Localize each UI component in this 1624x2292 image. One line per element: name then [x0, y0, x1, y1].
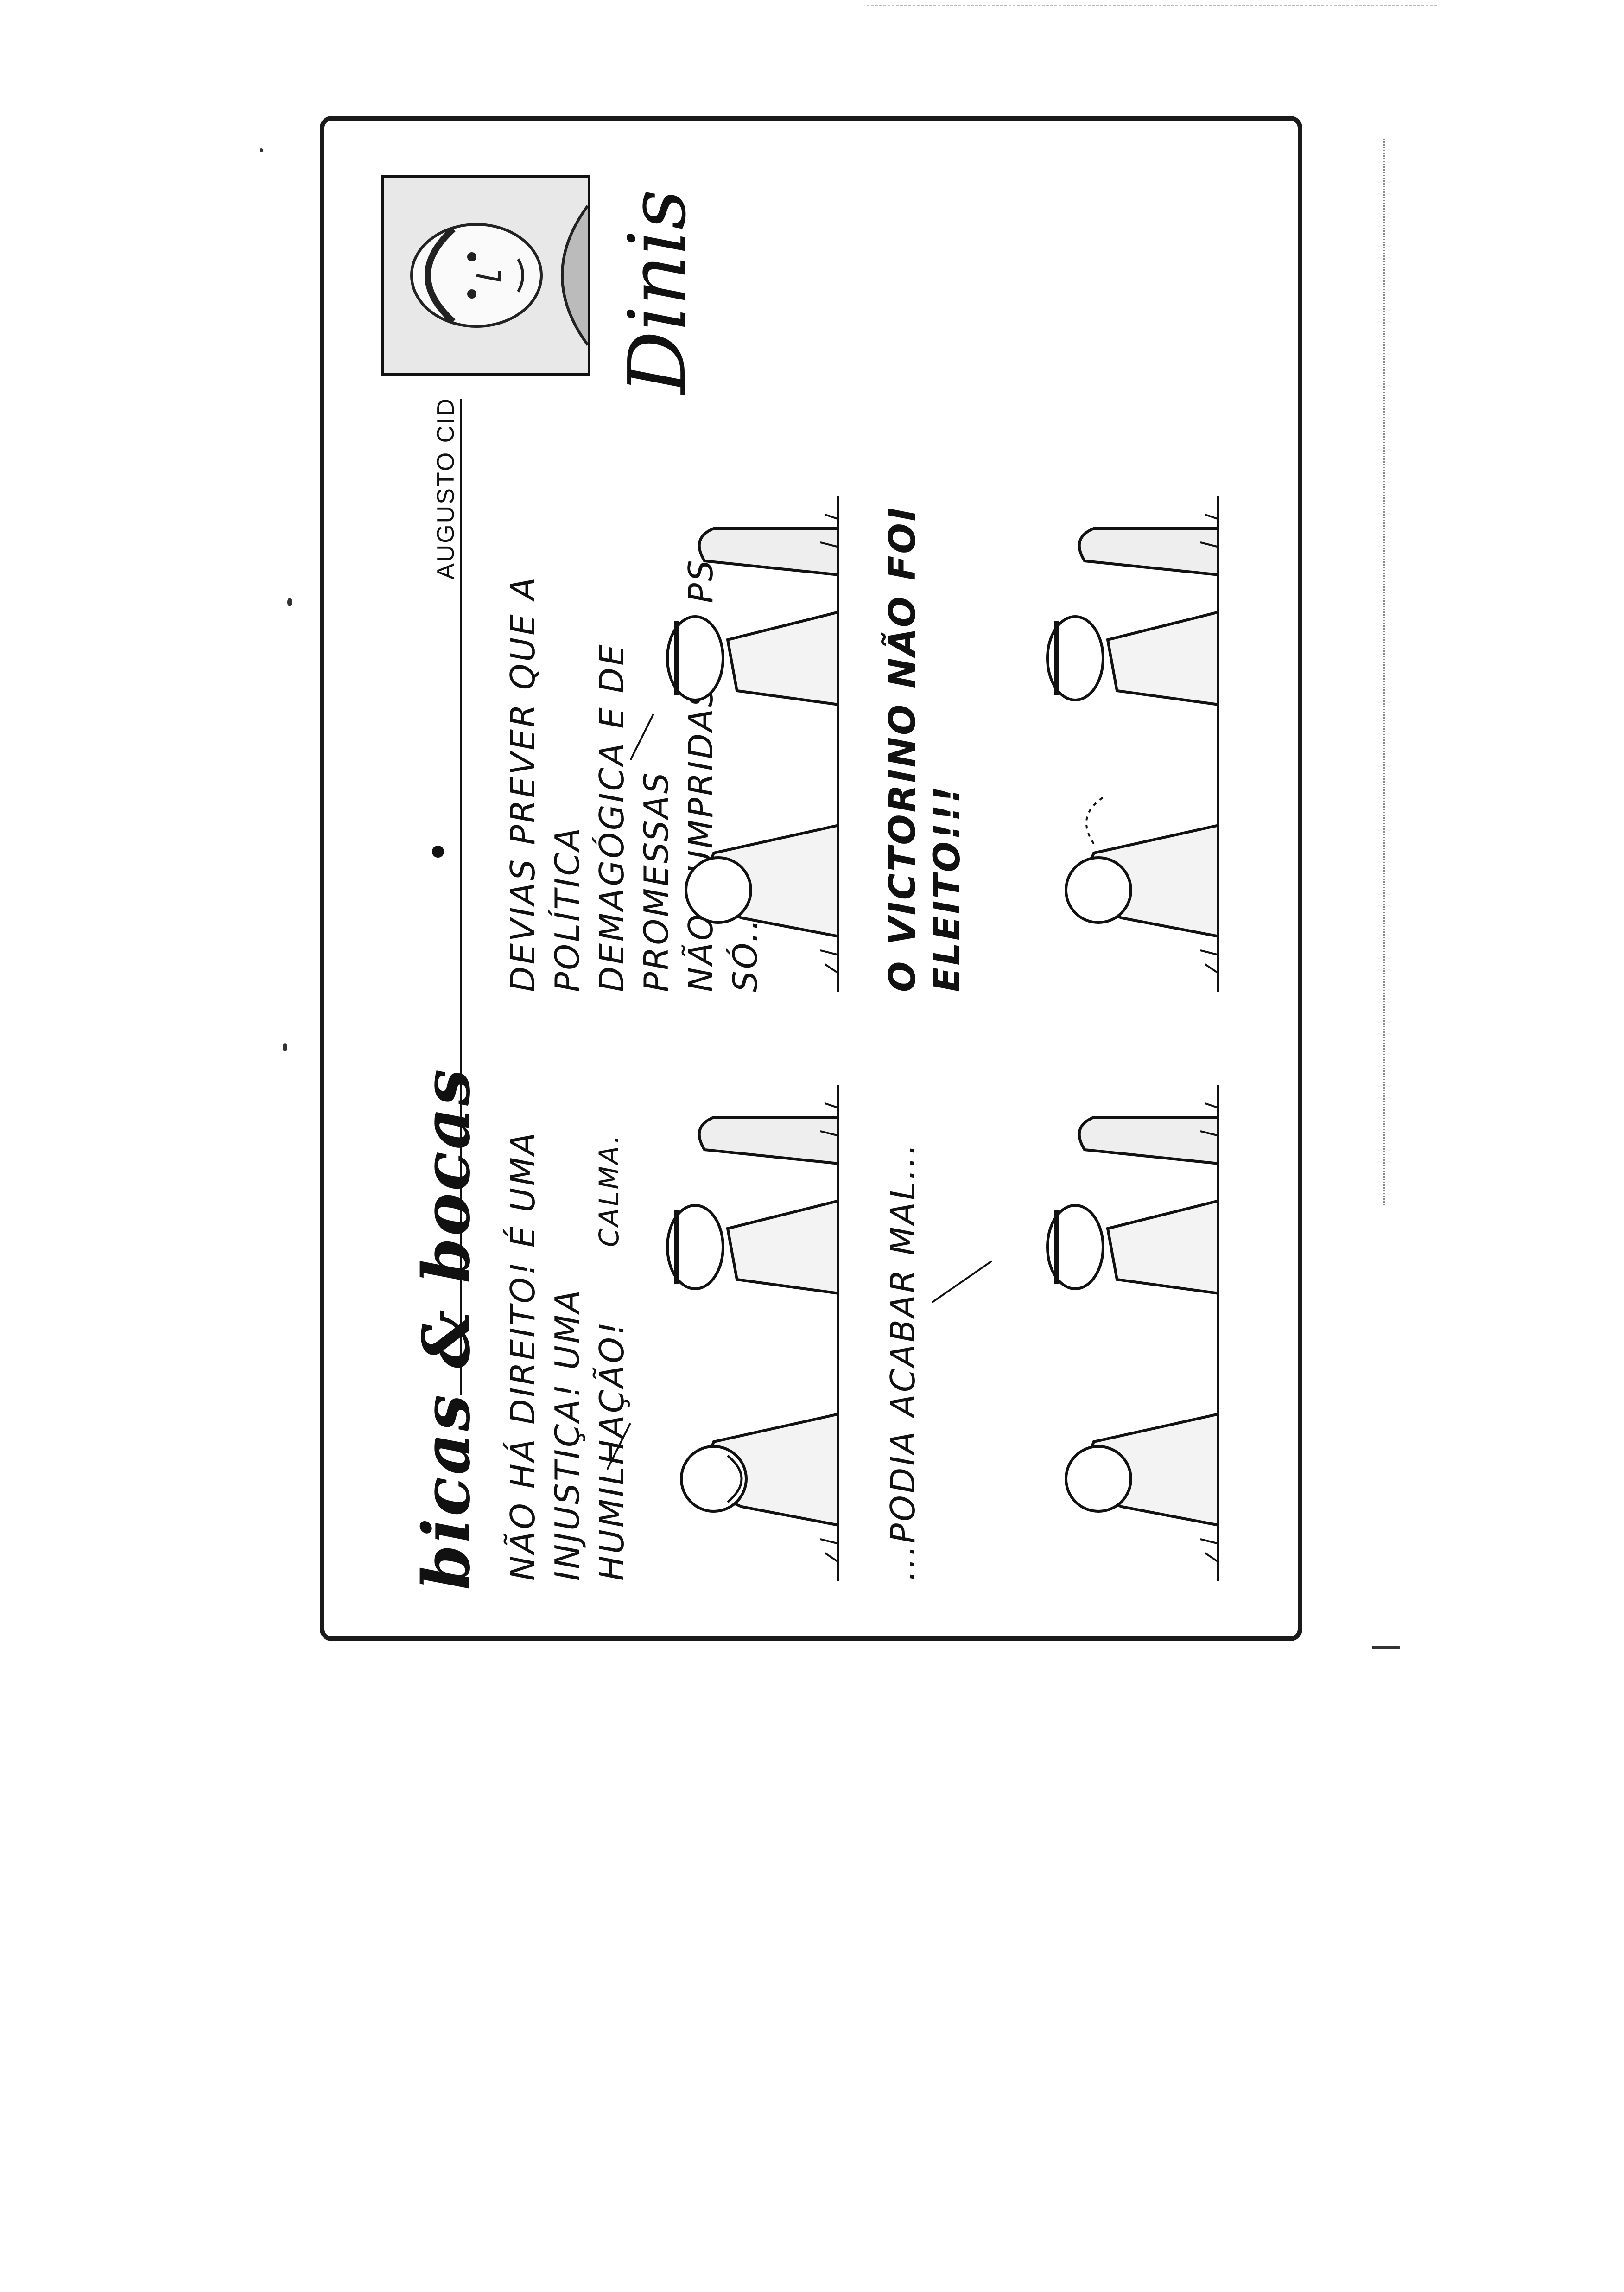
signature-text: Dinis	[612, 189, 704, 394]
panel-3-ground	[1217, 1085, 1219, 1581]
panel-1-ground	[837, 1085, 839, 1581]
panel-3-drawing	[1046, 1102, 1220, 1563]
column-logo: bicas & bocas	[409, 1067, 485, 1590]
speech-pointer	[630, 713, 654, 760]
author-portrait	[381, 175, 590, 376]
panel-4-drawing	[1046, 514, 1220, 974]
handwritten-signature: Dinis	[612, 189, 704, 394]
speech-pointer	[932, 1260, 993, 1303]
bullet-dot	[432, 846, 444, 858]
panel-1-drawing	[666, 1102, 840, 1563]
scan-speck	[1372, 1646, 1400, 1649]
panel-3-speech: ...PODIA ACABAR MAL...	[883, 1142, 922, 1581]
scan-speck	[287, 598, 292, 606]
comic-panel-4: O VICTORINO NÃO FOI ELEITO!!!	[881, 496, 1233, 992]
comic-panel-1: NÃO HÁ DIREITO! É UMA INJUSTIÇA! UMA HUM…	[501, 1085, 853, 1581]
scan-top-rule	[867, 5, 1437, 6]
scan-speck	[283, 1043, 287, 1051]
scan-speck	[260, 148, 263, 152]
comic-panel-2: DEVIAS PREVER QUE A POLÍTICA DEMAGÓGICA …	[501, 496, 853, 992]
strip-header: bicas & bocas AUGUSTO CID	[362, 172, 590, 1590]
panel-1-reply: CALMA.	[593, 1133, 625, 1247]
comic-panel-3: ...PODIA ACABAR MAL...	[881, 1085, 1233, 1581]
panel-2-drawing	[666, 514, 840, 974]
panel-4-speech: O VICTORINO NÃO FOI ELEITO!!!	[882, 506, 968, 992]
scan-right-edge	[1383, 139, 1385, 1205]
header-rule	[460, 399, 462, 1395]
comic-strip: bicas & bocas AUGUSTO CID Dinis	[352, 148, 1270, 1609]
speech-pointer	[607, 1423, 631, 1470]
author-name: AUGUSTO CID	[432, 397, 459, 579]
panel-2-ground	[837, 496, 839, 992]
newspaper-clipping: bicas & bocas AUGUSTO CID Dinis	[320, 116, 1302, 1641]
panel-4-ground	[1217, 496, 1219, 992]
